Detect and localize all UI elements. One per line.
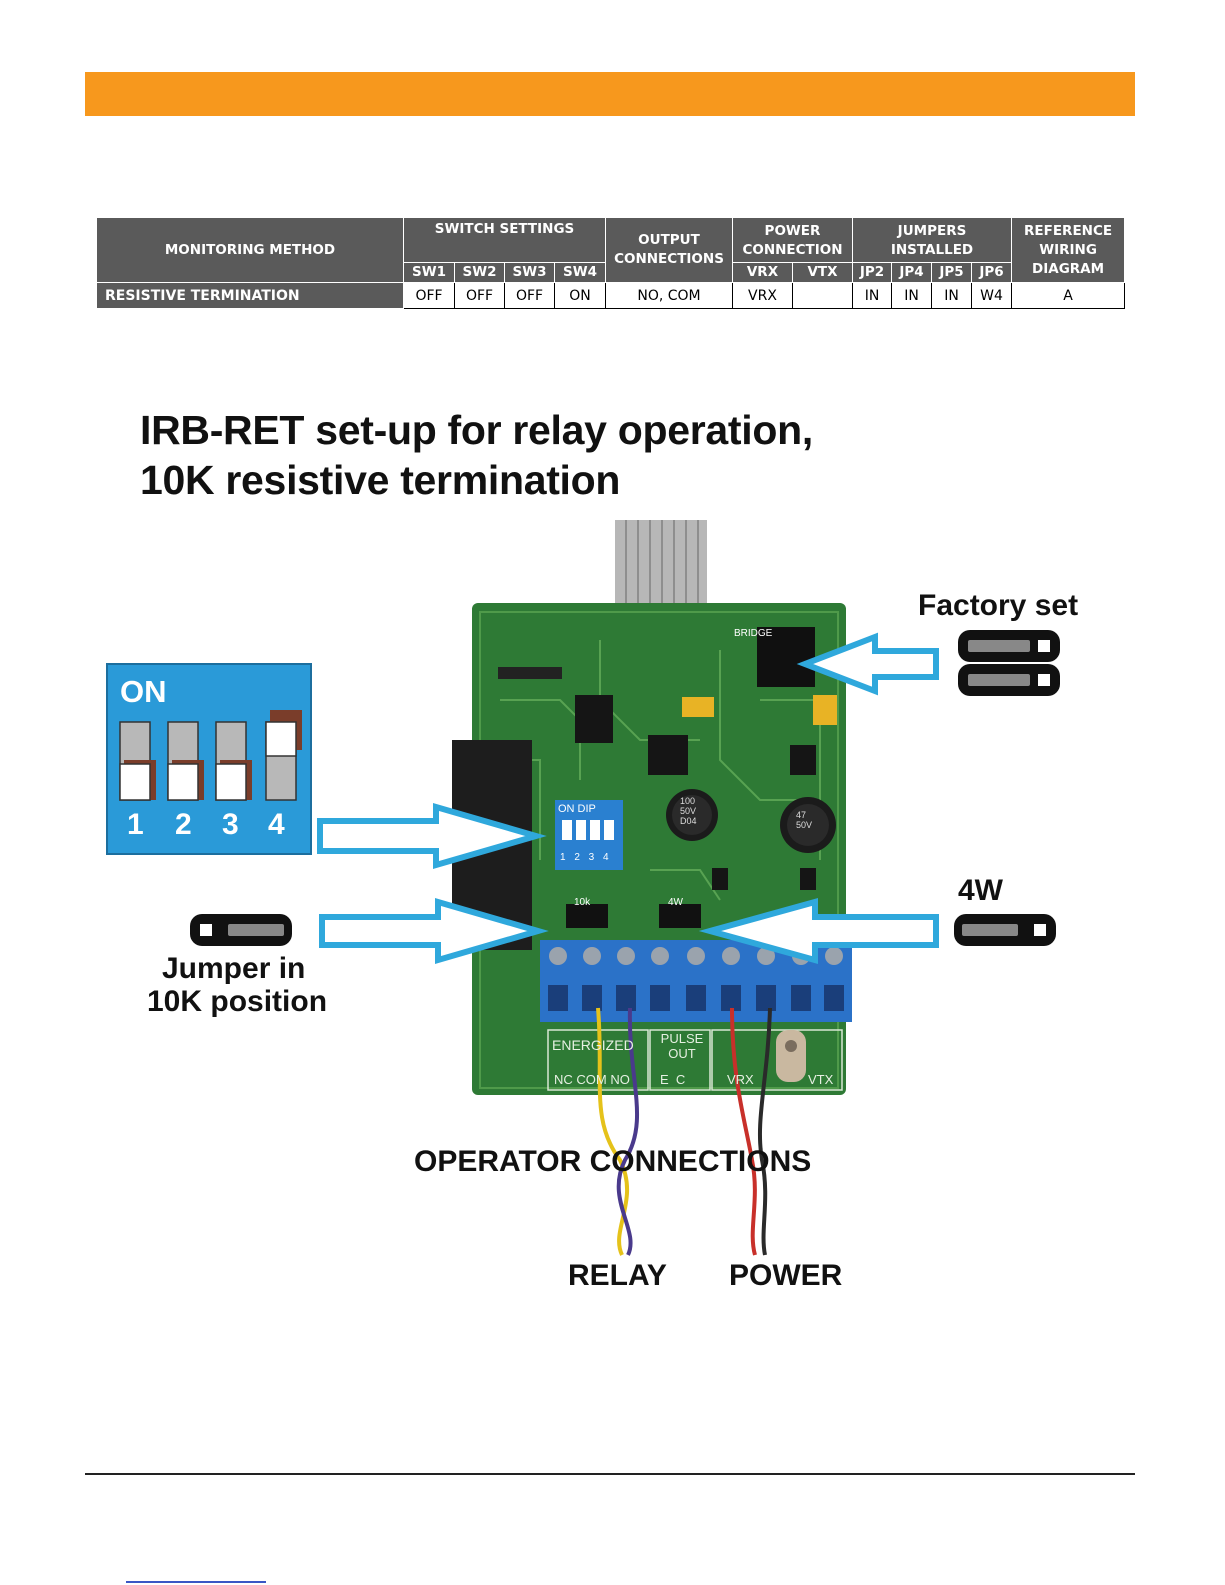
diagram-title: IRB-RET set-up for relay operation, 10K …: [140, 405, 813, 505]
board-dip-numbers: 1 2 3 4: [560, 852, 612, 863]
col-output-connections: OUTPUT CONNECTIONS: [605, 217, 733, 283]
arrow-to-10k-jumper: [319, 898, 549, 964]
arrow-to-factory-jumper: [796, 632, 939, 696]
dip-number-4: 4: [268, 808, 285, 841]
footer-rule: [85, 1473, 1135, 1475]
relay-label: RELAY: [568, 1259, 667, 1292]
sub-sw2: SW2: [454, 262, 505, 283]
sub-jp5: JP5: [931, 262, 972, 283]
board-cap2-label: 47 50V: [796, 810, 813, 830]
jumper-in-label: Jumper in: [162, 952, 306, 985]
arrows: [317, 632, 939, 964]
cell-output: NO, COM: [605, 282, 733, 309]
dip-number-2: 2: [175, 808, 192, 841]
operator-connections-label: OPERATOR CONNECTIONS: [414, 1145, 812, 1178]
footer-link-underline[interactable]: [126, 1581, 266, 1583]
diagram-title-line2: 10K resistive termination: [140, 457, 621, 503]
sub-sw1: SW1: [403, 262, 455, 283]
board-vtx-label: VTX: [808, 1072, 834, 1087]
sub-jp2: JP2: [852, 262, 892, 283]
power-label: POWER: [729, 1259, 843, 1292]
cell-vrx: VRX: [732, 282, 793, 309]
board-cap1-label: 100 50V D04: [680, 796, 697, 826]
cell-sw2: OFF: [454, 282, 505, 309]
sub-vrx: VRX: [732, 262, 793, 283]
cell-sw4: ON: [554, 282, 606, 309]
arrow-to-dip: [317, 803, 547, 869]
board-pulse-out-label: PULSE OUT: [660, 1031, 704, 1061]
board-nc-com-no-label: NC COM NO: [554, 1072, 630, 1087]
board-bridge-label: BRIDGE: [734, 628, 773, 639]
board-10k-label: 10k: [574, 897, 591, 908]
board-vrx-label: VRX: [727, 1072, 754, 1087]
cell-jp4: IN: [891, 282, 932, 309]
sub-jp6: JP6: [971, 262, 1012, 283]
10k-position-label: 10K position: [147, 985, 328, 1018]
board-energized-label: ENERGIZED: [552, 1037, 634, 1053]
dip-number-3: 3: [222, 808, 239, 841]
board-e-c-label: E C: [660, 1072, 686, 1087]
cell-sw1: OFF: [403, 282, 455, 309]
jumper-4w-icon: [954, 914, 1056, 946]
col-reference-wiring: REFERENCE WIRING DIAGRAM: [1010, 217, 1126, 283]
cell-method: RESISTIVE TERMINATION: [96, 282, 404, 309]
cell-jp2: IN: [852, 282, 892, 309]
cell-jp6: W4: [971, 282, 1012, 309]
dip-switch-illustration: [106, 663, 312, 855]
4w-label: 4W: [958, 874, 1003, 907]
col-jumpers-installed: JUMPERS INSTALLED: [852, 217, 1012, 263]
cell-ref: A: [1010, 282, 1126, 309]
jumper-10k-icon: [190, 914, 292, 946]
col-monitoring-method: MONITORING METHOD: [96, 217, 404, 283]
factory-set-label: Factory set: [918, 589, 1079, 622]
cell-sw3: OFF: [504, 282, 555, 309]
col-power-connection: POWER CONNECTION: [732, 217, 853, 263]
circuit-board: [452, 603, 852, 1095]
wires: [596, 1007, 806, 1256]
settings-table: MONITORING METHOD SWITCH SETTINGS OUTPUT…: [96, 217, 1126, 309]
header-banner: [85, 72, 1135, 116]
board-4w-label: 4W: [668, 897, 683, 908]
factory-jumper-icon: [958, 630, 1060, 696]
table-row: RESISTIVE TERMINATION OFF OFF OFF ON NO,…: [96, 282, 1126, 309]
col-switch-settings: SWITCH SETTINGS: [403, 217, 606, 263]
sub-sw3: SW3: [504, 262, 555, 283]
sub-vtx: VTX: [792, 262, 853, 283]
sub-sw4: SW4: [554, 262, 606, 283]
diagram-title-line1: IRB-RET set-up for relay operation,: [140, 407, 813, 453]
dip-on-label: ON: [120, 674, 167, 709]
arrow-to-4w-jumper: [698, 898, 939, 964]
board-dip-label: ON DIP: [558, 803, 596, 815]
dip-number-1: 1: [127, 808, 144, 841]
